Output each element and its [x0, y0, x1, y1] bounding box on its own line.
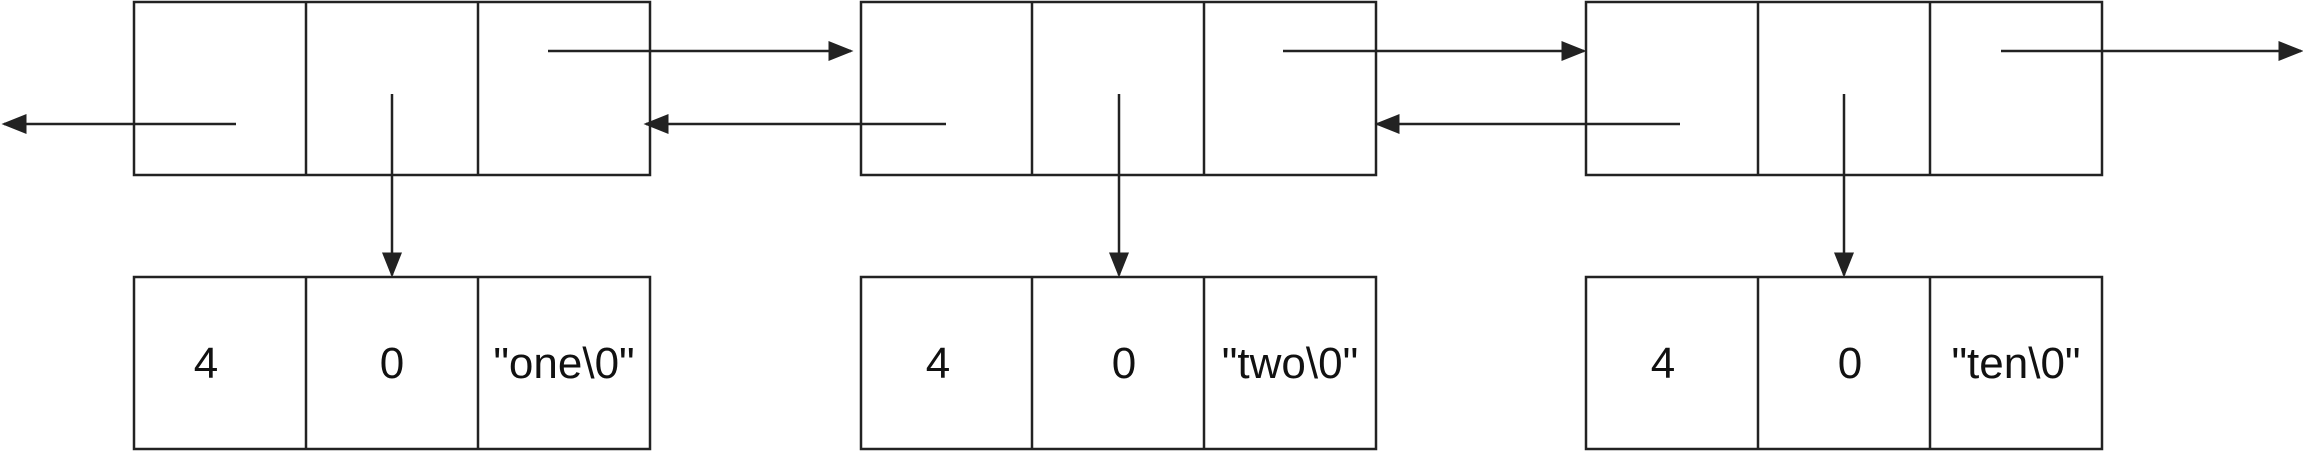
record-length-value: 4 — [194, 339, 218, 388]
record-string-value: "ten\0" — [1951, 339, 2080, 388]
record-flag-value: 0 — [1838, 339, 1862, 388]
data-record-3: 4 0 "ten\0" — [1584, 275, 2104, 451]
record-flag-value: 0 — [1112, 339, 1136, 388]
record-string-value: "two\0" — [1222, 339, 1358, 388]
record-string-value: "one\0" — [493, 339, 634, 388]
data-record-2: 4 0 "two\0" — [859, 275, 1378, 451]
data-record-1: 4 0 "one\0" — [132, 275, 652, 451]
record-flag-value: 0 — [380, 339, 404, 388]
record-length-value: 4 — [1651, 339, 1675, 388]
record-length-value: 4 — [926, 339, 950, 388]
